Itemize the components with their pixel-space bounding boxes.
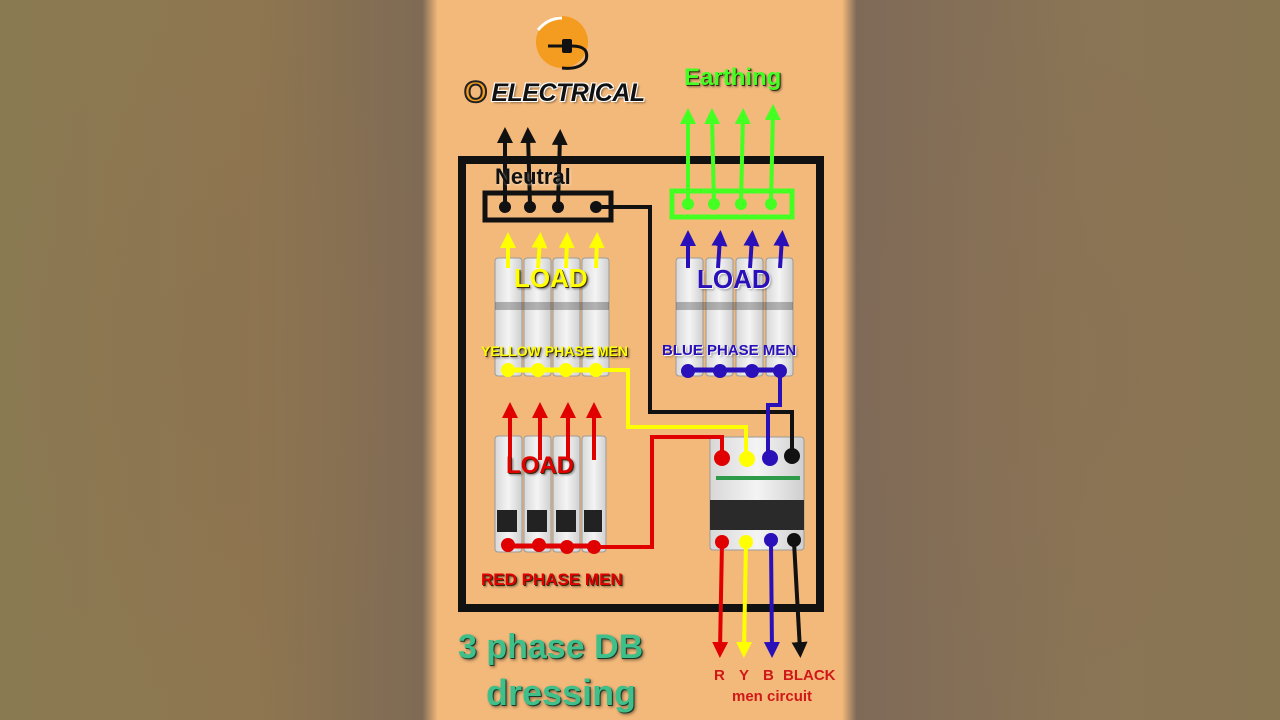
db-enclosure bbox=[458, 156, 824, 612]
men-circuit-caption: men circuit bbox=[732, 688, 813, 705]
title-line-1: 3 phase DB bbox=[458, 628, 644, 666]
red-phase-label: RED PHASE MEN bbox=[481, 570, 623, 589]
neutral-label: Neutral bbox=[495, 164, 571, 189]
yellow-load-label: LOAD bbox=[514, 263, 588, 293]
brand-logo: O ELECTRICAL bbox=[463, 76, 645, 109]
isolator-terminals bbox=[714, 448, 801, 549]
red-load-label: LOAD bbox=[506, 452, 574, 479]
logo-plug-icon bbox=[536, 16, 589, 70]
main-incoming-wires bbox=[712, 541, 808, 658]
neutral-bar bbox=[482, 127, 614, 223]
earth-bar bbox=[669, 104, 795, 220]
red-mcb-group bbox=[494, 402, 607, 554]
main-y-label: Y bbox=[739, 667, 750, 684]
feed-wires bbox=[596, 205, 794, 549]
yellow-mcb-group bbox=[494, 232, 610, 377]
blue-load-label: LOAD bbox=[697, 264, 771, 294]
left-blur-background bbox=[0, 0, 438, 720]
blue-phase-label: BLUE PHASE MEN bbox=[662, 342, 797, 359]
title-line-2: dressing bbox=[486, 672, 637, 713]
brand-initial: O bbox=[463, 76, 488, 109]
yellow-phase-label: YELLOW PHASE MEN bbox=[481, 343, 629, 359]
blue-mcb-group bbox=[675, 230, 794, 378]
main-isolator bbox=[709, 436, 805, 551]
main-black-label: BLACK bbox=[783, 667, 836, 684]
earthing-label: Earthing bbox=[684, 64, 782, 91]
main-b-label: B bbox=[763, 667, 774, 684]
main-r-label: R bbox=[714, 667, 725, 684]
brand-name: ELECTRICAL bbox=[491, 78, 645, 107]
right-blur-background bbox=[842, 0, 1280, 720]
